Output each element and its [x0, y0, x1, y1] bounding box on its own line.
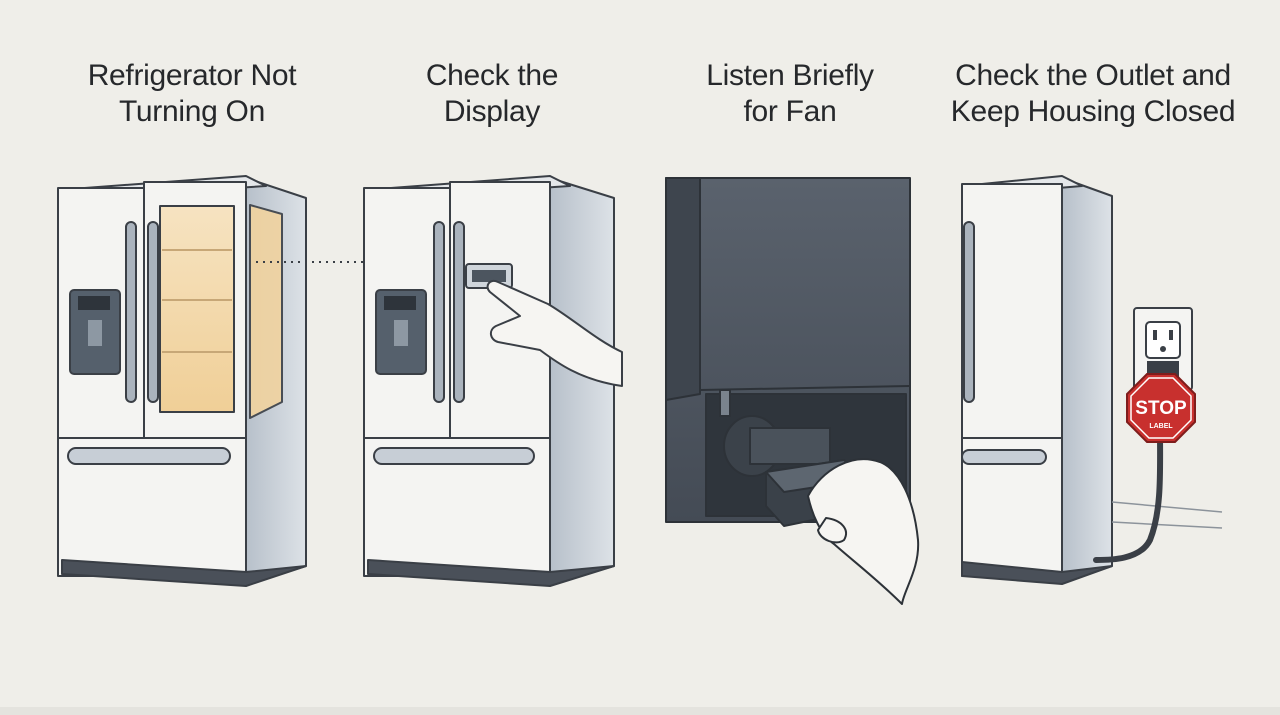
panel-3-title-line-1: Listen Briefly	[706, 59, 874, 92]
panel-3-title-line-2: for Fan	[743, 95, 837, 128]
stop-sign-text: STOP	[1135, 398, 1187, 419]
panel-2-title: Check the Display	[372, 58, 612, 130]
panel-2-title-line-1: Check the	[425, 59, 559, 92]
panel-1-title-line-2: Turning On	[119, 95, 265, 128]
power-cord	[1093, 427, 1164, 563]
panel-4-title-line-2: Keep Housing Closed	[950, 95, 1236, 128]
bottom-strip	[0, 707, 1280, 715]
stop-sign-icon: STOP LABEL	[1126, 373, 1196, 443]
panel-4-fridge	[961, 175, 1113, 585]
panel-4-title: Check the Outlet and Keep Housing Closed	[946, 58, 1240, 130]
panel-1-title: Refrigerator Not Turning On	[52, 58, 332, 130]
panel-2-fridge	[363, 175, 623, 587]
panel-1-title-line-1: Refrigerator Not	[87, 59, 297, 92]
floor-lines	[1111, 501, 1223, 529]
panel-1-fridge	[57, 175, 307, 587]
stop-sign-subtext: LABEL	[1149, 423, 1173, 430]
panel-4-title-line-1: Check the Outlet and	[955, 59, 1231, 92]
panel-2-title-line-2: Display	[443, 95, 541, 128]
panel-3-title: Listen Briefly for Fan	[660, 58, 920, 130]
panel-3-housing	[665, 177, 920, 605]
